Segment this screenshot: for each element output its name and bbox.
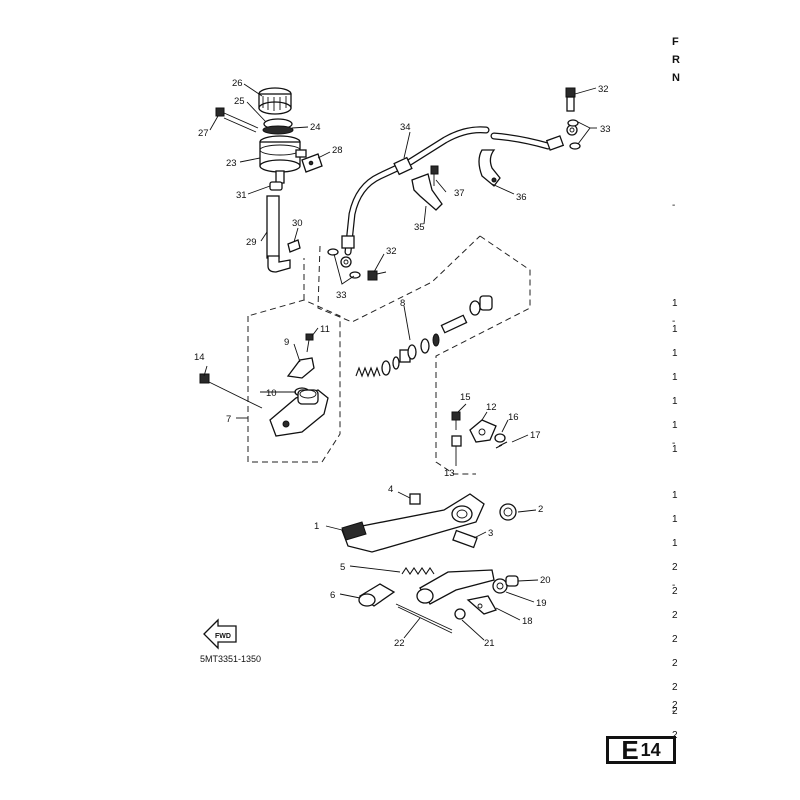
callout-6: 6	[330, 590, 335, 601]
right-edge-glyph: F	[672, 36, 679, 48]
right-edge-glyph: -	[672, 200, 676, 211]
right-edge-glyph: 2	[672, 634, 678, 645]
callout-1: 1	[314, 521, 319, 532]
right-edge-glyph: 2	[672, 610, 678, 621]
right-edge-glyph: 2	[672, 658, 678, 669]
right-edge-glyph: 1	[672, 324, 678, 335]
right-edge-glyph: -	[672, 580, 676, 591]
callout-35: 35	[414, 222, 425, 233]
drawing-code: 5MT3351-1350	[200, 654, 262, 664]
page-badge-letter: E	[621, 734, 639, 765]
right-edge-glyph: 1	[672, 514, 678, 525]
callout-33-mid: 33	[336, 290, 347, 301]
master-cylinder-kit	[355, 295, 493, 378]
right-edge-glyph: 2	[672, 730, 678, 741]
callout-14: 14	[194, 352, 205, 363]
callout-20: 20	[540, 575, 551, 586]
callout-24: 24	[310, 122, 321, 133]
callout-33-top: 33	[600, 124, 611, 135]
callout-32-mid: 32	[386, 246, 397, 257]
right-edge-glyph: -	[672, 316, 676, 327]
clevis-parts	[451, 411, 508, 449]
right-edge-glyph: 1	[672, 348, 678, 359]
callout-23: 23	[226, 158, 237, 169]
callout-25: 25	[234, 96, 245, 107]
right-edge-glyph: 1	[672, 420, 678, 431]
callout-34: 34	[400, 122, 411, 133]
right-edge-glyph: 1	[672, 444, 678, 455]
callout-26: 26	[232, 78, 243, 89]
callout-17: 17	[530, 430, 541, 441]
right-edge-glyph: 2	[672, 682, 678, 693]
callout-12: 12	[486, 402, 497, 413]
callout-31: 31	[236, 190, 247, 201]
right-edge-glyph: N	[672, 72, 680, 84]
callout-2: 2	[538, 504, 543, 515]
callout-30: 30	[292, 218, 303, 229]
callout-36: 36	[516, 192, 527, 203]
callout-3: 3	[488, 528, 493, 539]
right-edge-glyph: -	[672, 706, 676, 717]
right-edge-glyph: R	[672, 54, 680, 66]
right-edge-glyph: 1	[672, 298, 678, 309]
assembly-outlines	[247, 235, 531, 475]
right-edge-glyph: 2	[672, 706, 678, 717]
right-edge-glyph: 1	[672, 538, 678, 549]
callout-11: 11	[320, 324, 330, 335]
page-badge: E 14	[606, 734, 676, 765]
callout-7: 7	[226, 414, 231, 425]
master-cylinder-body	[199, 333, 329, 437]
callout-9: 9	[284, 337, 289, 348]
right-edge-glyph: 1	[672, 396, 678, 407]
callout-32-top: 32	[598, 84, 609, 95]
right-edge-glyph: 2	[672, 700, 678, 711]
right-edge-glyph: 1	[672, 490, 678, 501]
callout-10: 10	[266, 388, 277, 399]
callout-22: 22	[394, 638, 405, 649]
callout-18: 18	[522, 616, 533, 627]
callout-21: 21	[484, 638, 495, 649]
callout-19: 19	[536, 598, 547, 609]
callout-15: 15	[460, 392, 471, 403]
reservoir-assembly	[215, 87, 323, 273]
callout-37: 37	[454, 188, 465, 199]
callout-29: 29	[246, 237, 257, 248]
fwd-arrow-icon: FWD	[203, 618, 237, 650]
callout-28: 28	[332, 145, 343, 156]
callout-27: 27	[198, 128, 209, 139]
callout-16: 16	[508, 412, 519, 423]
callout-8: 8	[400, 298, 405, 309]
right-edge-glyph: -	[672, 438, 676, 449]
brake-hose-assembly	[327, 87, 581, 281]
callout-13: 13	[444, 468, 455, 479]
leader-lines	[203, 83, 597, 641]
callout-5: 5	[340, 562, 345, 573]
fwd-label: FWD	[215, 633, 231, 640]
callout-4: 4	[388, 484, 393, 495]
callout-labels: 26 25 24 27 23 28 31 29 30 32 33 34 37 3…	[194, 78, 611, 649]
right-edge-glyph: 2	[672, 586, 678, 597]
brake-pedal-assembly	[341, 493, 519, 634]
right-edge-glyph: 2	[672, 562, 678, 573]
page-badge-number: 14	[640, 739, 661, 760]
right-edge-glyph: 1	[672, 372, 678, 383]
